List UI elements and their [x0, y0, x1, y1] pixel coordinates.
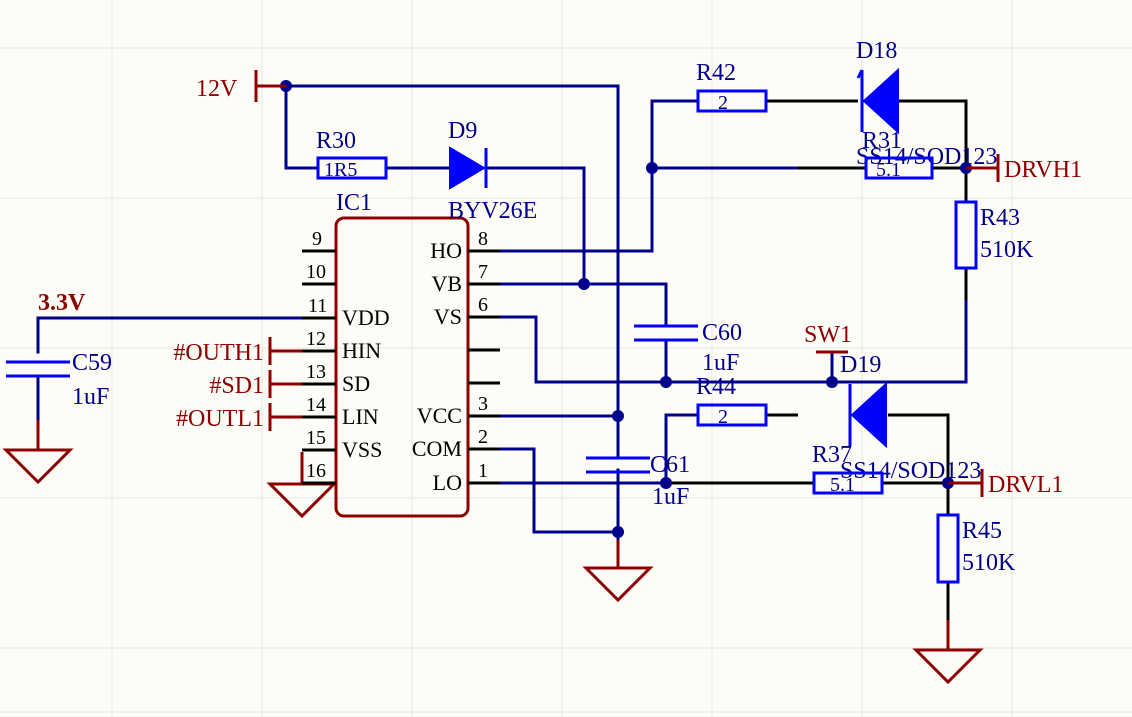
wires [36, 84, 968, 570]
r44-ref: R44 [696, 374, 736, 400]
pin-name: VS [434, 304, 462, 329]
pin-num: 15 [306, 427, 326, 449]
power-12v-label: 12V [196, 76, 238, 102]
pin-name: VDD [342, 305, 390, 330]
d9: D9 BYV26E [448, 118, 537, 224]
port-drvh1: DRVH1 [966, 154, 1082, 183]
c60-value: 1uF [702, 350, 739, 376]
r45: R45 510K [936, 513, 1016, 584]
r31: R31 5.1 [862, 128, 934, 181]
c59-ref: C59 [72, 350, 112, 376]
input-ports: #OUTH1 #SD1 #OUTL1 [173, 337, 302, 432]
r31-ref: R31 [862, 128, 902, 154]
r30: R30 1R5 [316, 128, 388, 181]
c59: C59 1uF [6, 350, 112, 410]
r43-ref: R43 [980, 205, 1020, 231]
junctions [280, 80, 972, 538]
pin-name: COM [412, 436, 462, 461]
power-12v: 12V [196, 70, 286, 102]
r30-value: 1R5 [324, 159, 357, 181]
r37: R37 5.1 [812, 442, 884, 496]
drvh1-label: DRVH1 [1004, 157, 1082, 183]
r42-ref: R42 [696, 60, 736, 86]
r45-ref: R45 [962, 518, 1002, 544]
r31-value: 5.1 [876, 159, 901, 181]
black-wires [666, 99, 968, 650]
r42-value: 2 [718, 92, 728, 114]
r42: R42 2 [696, 60, 768, 114]
d19-value: SS14/SOD123 [840, 458, 981, 484]
pin-name: LO [433, 470, 462, 495]
pin-num: 13 [306, 361, 326, 383]
pin-num: 1 [478, 460, 488, 482]
d9-value: BYV26E [448, 198, 537, 224]
d19: D19 SS14/SOD123 [840, 352, 981, 484]
c60-ref: C60 [702, 320, 742, 346]
drvl1-label: DRVL1 [988, 472, 1063, 498]
pin-num: 9 [312, 228, 322, 250]
r44-value: 2 [718, 406, 728, 428]
pin-num: 14 [306, 394, 326, 416]
pin-name: VB [431, 271, 462, 296]
c59-value: 1uF [72, 384, 109, 410]
pin-num: 12 [306, 328, 326, 350]
power-3v3: 3.3V [38, 290, 86, 316]
power-3v3-label: 3.3V [38, 290, 86, 316]
pin-num: 2 [478, 426, 488, 448]
pin-name: HO [430, 238, 462, 263]
r37-ref: R37 [812, 442, 852, 468]
ground-r45 [912, 620, 984, 685]
pin-num: 7 [478, 261, 488, 283]
pin-name: SD [342, 371, 370, 396]
net-outh1: #OUTH1 [173, 340, 264, 366]
c60: C60 1uF [634, 320, 742, 376]
ic1: IC1 9 10 11 12 13 14 15 [302, 190, 500, 518]
pin-name: VCC [417, 403, 462, 428]
c61-value: 1uF [652, 484, 689, 510]
net-sw1: SW1 [804, 322, 852, 354]
pin-num: 3 [478, 393, 488, 415]
pin-num: 10 [306, 261, 326, 283]
r43: R43 510K [954, 200, 1034, 270]
d18-ref: D18 [856, 38, 897, 64]
c61-ref: C61 [650, 452, 690, 478]
port-drvl1: DRVL1 [948, 469, 1063, 498]
pin-num: 16 [306, 460, 326, 482]
ground-com [582, 540, 654, 603]
r44: R44 2 [696, 374, 768, 428]
d18: D18 SS14/SOD123 [856, 38, 997, 170]
net-outl1: #OUTL1 [176, 406, 264, 432]
d9-ref: D9 [448, 118, 477, 144]
pin-name: HIN [342, 338, 381, 363]
d19-ref: D19 [840, 352, 881, 378]
sw1-label: SW1 [804, 322, 852, 348]
c61: C61 1uF [586, 452, 690, 510]
r37-value: 5.1 [830, 474, 855, 496]
pin-num: 8 [478, 228, 488, 250]
ground-c59 [2, 420, 74, 485]
pin-num: 11 [308, 295, 327, 317]
r45-value: 510K [962, 550, 1016, 576]
pin-num: 6 [478, 294, 488, 316]
r30-ref: R30 [316, 128, 356, 154]
pin-name: LIN [342, 404, 379, 429]
pin-name: VSS [342, 437, 382, 462]
r43-value: 510K [980, 237, 1034, 263]
ic1-ref: IC1 [336, 190, 372, 216]
net-sd1: #SD1 [209, 373, 264, 399]
